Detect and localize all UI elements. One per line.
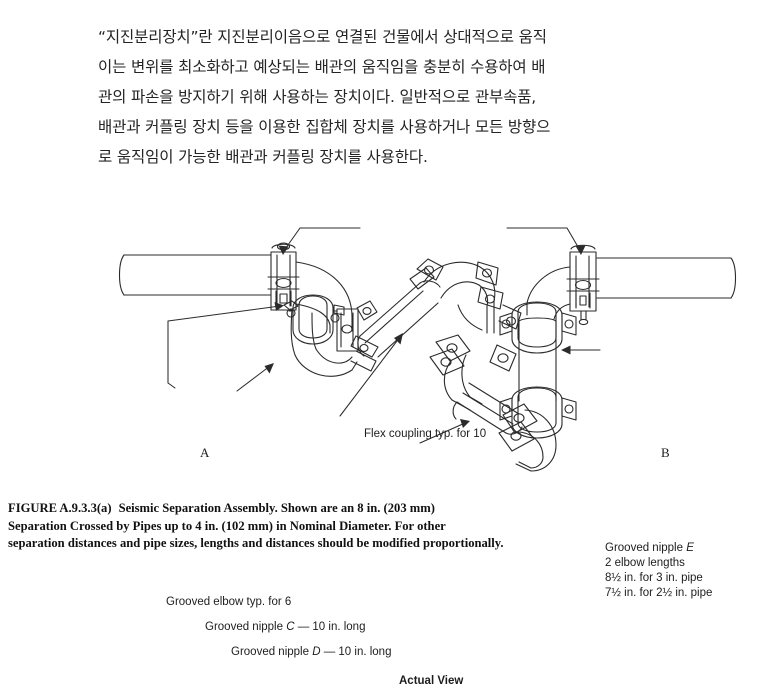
label-grooved-nipple-e-line3: 8½ in. for 3 in. pipe bbox=[605, 572, 703, 584]
grooved-coupling-left-2 bbox=[336, 308, 379, 372]
label-pipe-b: B bbox=[661, 445, 670, 460]
label-grooved-nipple-e-line2: 2 elbow lengths bbox=[605, 557, 685, 569]
text: Grooved nipple bbox=[605, 542, 687, 554]
grooved-coupling-center-2 bbox=[429, 334, 517, 376]
label-flex-coupling: Flex coupling typ. for 10 bbox=[364, 428, 487, 440]
grooved-coupling-right-lower bbox=[498, 403, 538, 452]
pipe-a bbox=[118, 254, 272, 296]
paragraph-line: 관의 파손을 방지하기 위해 사용하는 장치이다. 일반적으로 관부속품, bbox=[98, 88, 537, 106]
korean-body-paragraph: “지진분리장치”란 지진분리이음으로 연결된 건물에서 상대적으로 움직 이는 … bbox=[98, 22, 698, 172]
text-italic: D bbox=[312, 646, 321, 658]
text-italic: E bbox=[686, 542, 694, 554]
grooved-coupling-right-upper bbox=[499, 301, 577, 354]
grooved-coupling-left-1 bbox=[283, 294, 345, 345]
grooved-elbow-right-bottom bbox=[515, 409, 557, 472]
grooved-elbow-left-lower bbox=[290, 308, 358, 377]
grooved-nipple-c bbox=[357, 280, 441, 358]
text: — 10 in. long bbox=[294, 621, 366, 633]
paragraph-line: “지진분리장치”란 지진분리이음으로 연결된 건물에서 상대적으로 움직 bbox=[98, 28, 547, 46]
label-grooved-nipple-e-line4: 7½ in. for 2½ in. pipe bbox=[605, 587, 713, 599]
flex-coupling-right bbox=[566, 244, 600, 326]
grooved-coupling-right-lower-2 bbox=[499, 386, 577, 439]
text: Grooved nipple bbox=[231, 646, 313, 658]
figure-line-drawing bbox=[118, 227, 737, 472]
figure-seismic-separation-assembly: Flex coupling typ. for 10 A B Grooved ni… bbox=[0, 205, 773, 687]
connector-left-center bbox=[356, 300, 378, 321]
label-grooved-nipple-c: Grooved nipple C — 10 in. long bbox=[205, 620, 365, 635]
leader-lines bbox=[167, 227, 601, 444]
caption-line-1-rest: Seismic Separation Assembly. Shown are a… bbox=[118, 501, 435, 515]
pipe-b bbox=[596, 257, 737, 299]
paragraph-line: 이는 변위를 최소화하고 예상되는 배관의 움직임을 충분히 수용하여 배 bbox=[98, 58, 546, 76]
label-grooved-nipple-d: Grooved nipple D — 10 in. long bbox=[231, 645, 391, 660]
caption-line-2: Separation Crossed by Pipes up to 4 in. … bbox=[8, 518, 446, 533]
label-pipe-a: A bbox=[200, 445, 210, 460]
paragraph-line: 로 움직임이 가능한 배관과 커플링 장치를 사용한다. bbox=[98, 148, 428, 166]
caption-line-1: FIGURE A.9.3.3(a) Seismic Separation Asse… bbox=[8, 500, 648, 518]
label-grooved-elbow: Grooved elbow typ. for 6 bbox=[166, 596, 292, 608]
paragraph-line: 배관과 커플링 장치 등을 이용한 집합체 장치를 사용하거나 모든 방향으 bbox=[98, 118, 551, 136]
grooved-coupling-center-1 bbox=[409, 258, 504, 310]
grooved-elbow-center-upper bbox=[423, 261, 496, 307]
text: Grooved nipple bbox=[205, 621, 287, 633]
caption-line-3: separation distances and pipe sizes, len… bbox=[8, 536, 504, 550]
grooved-elbow-right-upper bbox=[526, 266, 571, 320]
text: — 10 in. long bbox=[320, 646, 392, 658]
figure-caption: FIGURE A.9.3.3(a) Seismic Separation Asse… bbox=[8, 500, 648, 553]
text-italic: C bbox=[286, 621, 295, 633]
caption-figure-number: FIGURE A.9.3.3(a) bbox=[8, 501, 112, 515]
label-actual-view: Actual View bbox=[399, 675, 464, 687]
label-grooved-nipple-e-line1: Grooved nipple E bbox=[605, 541, 712, 556]
page-root: “지진분리장치”란 지진분리이음으로 연결된 건물에서 상대적으로 움직 이는 … bbox=[0, 22, 773, 687]
